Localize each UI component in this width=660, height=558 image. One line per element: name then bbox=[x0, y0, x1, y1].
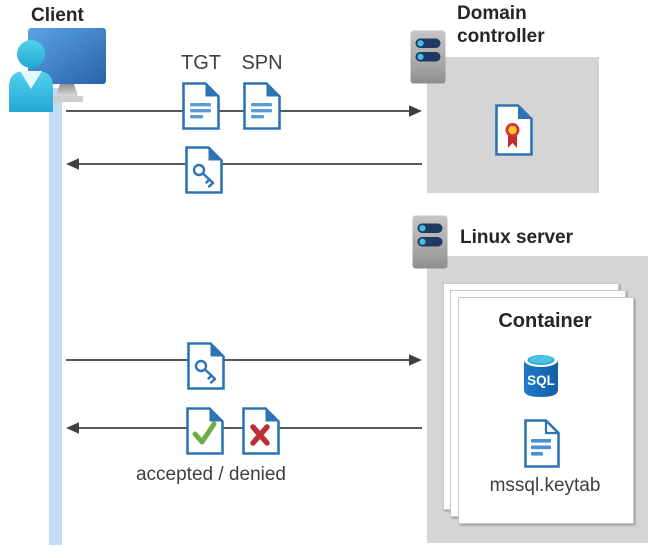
client-person-monitor-icon bbox=[9, 28, 106, 112]
key-document-to-server-icon bbox=[187, 342, 225, 390]
monitor-icon bbox=[28, 28, 106, 84]
accepted-document-icon bbox=[186, 407, 224, 455]
arrow-ticket-to-server bbox=[66, 354, 422, 366]
sql-database-icon: SQL bbox=[524, 353, 558, 397]
checkmark-glyph bbox=[192, 421, 217, 445]
x-glyph bbox=[250, 424, 270, 446]
spn-label: SPN bbox=[241, 52, 283, 74]
domain-controller-label: Domain controller bbox=[457, 3, 545, 47]
accepted-denied-label: accepted / denied bbox=[135, 464, 286, 485]
linux-server-icon bbox=[412, 215, 448, 269]
keytab-file-label: mssql.keytab bbox=[489, 475, 601, 496]
arrow-ticket-response bbox=[66, 158, 422, 170]
monitor-base bbox=[51, 96, 83, 102]
person-collar bbox=[20, 71, 42, 89]
key-glyph bbox=[192, 163, 215, 188]
domain-controller-server-icon bbox=[410, 30, 446, 84]
key-glyph bbox=[194, 359, 217, 384]
person-body bbox=[9, 71, 53, 112]
spn-document-icon bbox=[243, 82, 281, 130]
client-lifeline bbox=[49, 88, 62, 545]
monitor-stand bbox=[56, 84, 78, 96]
certificate-icon bbox=[495, 104, 533, 156]
linux-server-label: Linux server bbox=[460, 227, 573, 248]
denied-document-icon bbox=[242, 407, 280, 455]
certificate-ribbon bbox=[508, 134, 517, 148]
keytab-document-icon bbox=[524, 419, 560, 468]
person-head bbox=[17, 40, 45, 68]
client-label: Client bbox=[31, 5, 84, 26]
sql-text: SQL bbox=[527, 373, 555, 388]
container-label: Container bbox=[498, 310, 592, 332]
container-page bbox=[458, 297, 634, 524]
key-document-icon bbox=[185, 146, 223, 194]
tgt-document-icon bbox=[182, 82, 220, 130]
tgt-label: TGT bbox=[181, 52, 221, 74]
